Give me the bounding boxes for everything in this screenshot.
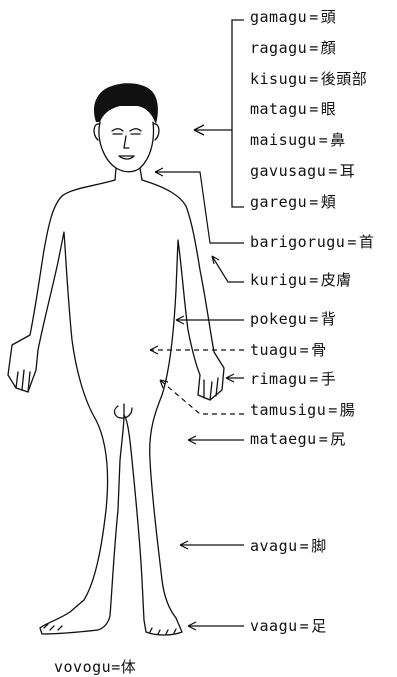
label-arrows [155,168,244,630]
equals-sign: = [328,401,338,419]
equals-sign: = [319,430,329,448]
caption-equals: = [111,658,121,676]
term-text: barigorugu [250,233,345,251]
term-text: tamusigu [250,401,326,419]
equals-sign: = [309,70,319,88]
body-part-label: kurigu=皮膚 [250,271,352,289]
equals-sign: = [300,341,310,359]
japanese-gloss: 背 [321,310,337,328]
japanese-gloss: 耳 [340,162,356,180]
term-text: mataegu [250,430,317,448]
body-part-label: pokegu=背 [250,310,336,328]
japanese-gloss: 眼 [321,100,337,118]
japanese-gloss: 鼻 [330,131,346,149]
term-text: gavusagu [250,162,326,180]
japanese-gloss: 腸 [340,401,356,419]
body-part-label: mataegu=尻 [250,430,346,448]
equals-sign: = [309,310,319,328]
japanese-gloss: 頬 [321,193,337,211]
equals-sign: = [300,537,310,555]
equals-sign: = [300,617,310,635]
arrow-skin [212,256,244,282]
japanese-gloss: 皮膚 [321,271,352,289]
equals-sign: = [309,39,319,57]
head-term-label: matagu=眼 [250,100,336,118]
term-text: tuagu [250,341,298,359]
head-term-label: maisugu=鼻 [250,131,346,149]
equals-sign: = [319,131,329,149]
nose [124,136,129,148]
arrow-hand [226,374,244,382]
term-text: kurigu [250,271,307,289]
equals-sign: = [309,8,319,26]
right-hand-fingers [204,378,218,400]
caption-term: vovogu [54,658,111,676]
term-text: kisugu [250,70,307,88]
japanese-gloss: 頭 [321,8,337,26]
equals-sign: = [309,100,319,118]
arrow-leg [180,541,244,549]
left-eye [112,129,123,134]
body-part-label: tamusigu=腸 [250,401,355,419]
left-foot-toes [44,624,62,630]
term-text: gamagu [250,8,307,26]
head-term-label: gavusagu=耳 [250,162,355,180]
genitals [115,404,132,418]
term-text: matagu [250,100,307,118]
body-part-label: vaagu=足 [250,617,327,635]
figure-caption: vovogu=体 [54,656,136,677]
body-part-label: rimagu=手 [250,370,336,388]
head-term-label: ragagu=顔 [250,39,336,57]
equals-sign: = [328,162,338,180]
japanese-gloss: 骨 [311,341,327,359]
term-text: avagu [250,537,298,555]
term-text: vaagu [250,617,298,635]
term-text: pokegu [250,310,307,328]
body-part-label: tuagu=骨 [250,341,327,359]
japanese-gloss: 後頭部 [321,70,368,88]
body-part-label: barigorugu=首 [250,233,374,251]
japanese-gloss: 脚 [311,537,327,555]
right-foot-toes [150,628,176,634]
term-text: ragagu [250,39,307,57]
right-eye [130,129,141,134]
head-term-label: gamagu=頭 [250,8,336,26]
japanese-gloss: 首 [359,233,375,251]
equals-sign: = [309,193,319,211]
caption-gloss: 体 [121,658,137,676]
term-text: rimagu [250,370,307,388]
body-part-label: avagu=脚 [250,537,327,555]
equals-sign: = [347,233,357,251]
term-text: maisugu [250,131,317,149]
mouth [119,156,134,159]
equals-sign: = [309,370,319,388]
head-term-label: kisugu=後頭部 [250,70,367,88]
japanese-gloss: 足 [311,617,327,635]
japanese-gloss: 尻 [330,430,346,448]
head-outline [99,122,154,172]
equals-sign: = [309,271,319,289]
dashed-arrows [150,350,244,414]
japanese-gloss: 手 [321,370,337,388]
japanese-gloss: 顔 [321,39,337,57]
arrow-foot [188,622,244,630]
arrow-neck [155,168,244,243]
hair [94,83,158,124]
head-term-label: garegu=頬 [250,193,336,211]
term-text: garegu [250,193,307,211]
arrow-buttock [188,436,244,444]
